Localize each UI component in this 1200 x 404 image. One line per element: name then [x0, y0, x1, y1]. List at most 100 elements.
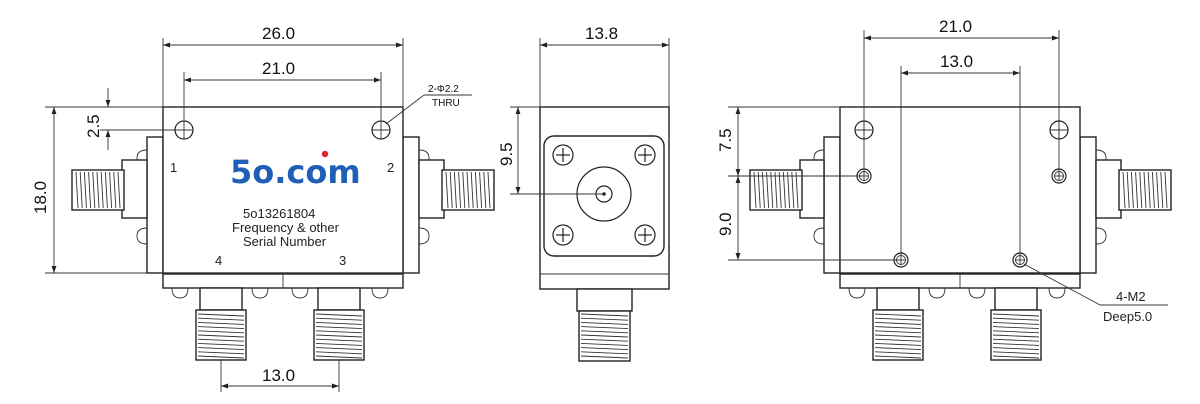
dim-vertical-spacing: 9.0 — [716, 212, 735, 236]
back-view: 21.0 13.0 7.5 9.0 4-M2 Deep5.0 — [716, 17, 1172, 361]
thread-line — [580, 313, 629, 317]
thread-line — [1164, 171, 1168, 209]
device-body — [162, 106, 404, 274]
thread-line — [874, 355, 922, 359]
thread-line — [1143, 171, 1147, 209]
thread-line — [453, 171, 457, 209]
hole-note-thru: THRU — [432, 98, 460, 109]
thread-line — [774, 171, 778, 209]
flange-screw — [634, 224, 656, 246]
thread-line — [315, 334, 363, 338]
thread-line — [100, 171, 104, 209]
thread-line — [1135, 171, 1139, 209]
thread-line — [874, 334, 922, 338]
thread-line — [1130, 171, 1134, 209]
thread-line — [580, 338, 629, 342]
mounting-hole-right — [371, 120, 391, 140]
thread-line — [580, 351, 629, 355]
thread-line — [197, 347, 245, 351]
thread-line — [874, 342, 922, 346]
thread-line — [470, 171, 474, 209]
thread-line — [1151, 171, 1155, 209]
thread-line — [445, 171, 449, 209]
thread-line — [766, 171, 770, 209]
thread-line — [197, 330, 245, 334]
thread-line — [580, 330, 629, 334]
thread-line — [874, 317, 922, 321]
part-number: 5o13261804 — [243, 206, 315, 221]
thread-line — [992, 334, 1040, 338]
right-connector — [402, 136, 495, 274]
logo-dot — [321, 150, 329, 158]
thread-line — [479, 171, 483, 209]
thread-line — [1126, 171, 1130, 209]
thread-line — [992, 321, 1040, 325]
thread-line — [874, 326, 922, 330]
thread-line — [874, 347, 922, 351]
thread-line — [992, 313, 1040, 317]
thread-line — [1122, 171, 1126, 209]
thread-line — [992, 330, 1040, 334]
thread-line — [580, 326, 629, 330]
thread-line — [787, 171, 791, 209]
thread-line — [778, 171, 782, 209]
thread-line — [992, 351, 1040, 355]
thread-line — [1160, 171, 1164, 209]
connector-flange — [543, 135, 665, 257]
thread-line — [874, 338, 922, 342]
thread-depth-note: Deep5.0 — [1103, 309, 1152, 324]
side-view: 13.8 9.5 — [497, 24, 670, 362]
port-label-2: 2 — [387, 160, 394, 175]
label-frequency: Frequency & other — [232, 220, 340, 235]
thread-line — [782, 171, 786, 209]
port-label-3: 3 — [339, 253, 346, 268]
dim-inner-spacing: 13.0 — [940, 52, 973, 71]
thread-line — [992, 355, 1040, 359]
dim-hole-spacing: 21.0 — [262, 59, 295, 78]
thread-line — [483, 171, 487, 209]
dim-hole-offset: 2.5 — [84, 114, 103, 138]
dim-height: 18.0 — [31, 181, 50, 214]
thread-line — [757, 171, 761, 209]
thread-line — [874, 351, 922, 355]
thread-line — [487, 171, 491, 209]
thread-line — [315, 330, 363, 334]
dim-outer-spacing: 21.0 — [939, 17, 972, 36]
flange-screw — [552, 224, 574, 246]
thread-line — [315, 321, 363, 325]
thread-line — [117, 171, 121, 209]
dim-center-height: 9.5 — [497, 142, 516, 166]
thread-line — [83, 171, 87, 209]
thread-line — [580, 347, 629, 351]
thread-line — [79, 171, 83, 209]
thread-line — [113, 171, 117, 209]
dim-width: 26.0 — [262, 24, 295, 43]
thread-line — [92, 171, 96, 209]
flange-screw — [634, 144, 656, 166]
thread-line — [992, 347, 1040, 351]
thread-line — [466, 171, 470, 209]
thread-line — [197, 326, 245, 330]
thread-line — [761, 171, 765, 209]
port-label-4: 4 — [215, 253, 222, 268]
thread-line — [992, 317, 1040, 321]
mounting-hole-left — [174, 120, 194, 140]
thread-line — [315, 347, 363, 351]
thread-note: 4-M2 — [1116, 289, 1146, 304]
bottom-connectors — [162, 273, 404, 361]
thread-line — [197, 338, 245, 342]
thread-line — [462, 171, 466, 209]
thread-line — [874, 313, 922, 317]
thread-line — [770, 171, 774, 209]
thread-line — [315, 317, 363, 321]
thread-line — [1156, 171, 1160, 209]
thread-line — [197, 317, 245, 321]
dim-depth: 13.8 — [585, 24, 618, 43]
thread-line — [992, 342, 1040, 346]
thread-line — [197, 334, 245, 338]
thread-line — [1147, 171, 1151, 209]
thread-line — [874, 330, 922, 334]
thread-line — [104, 171, 108, 209]
thread-line — [88, 171, 92, 209]
thread-line — [580, 342, 629, 346]
